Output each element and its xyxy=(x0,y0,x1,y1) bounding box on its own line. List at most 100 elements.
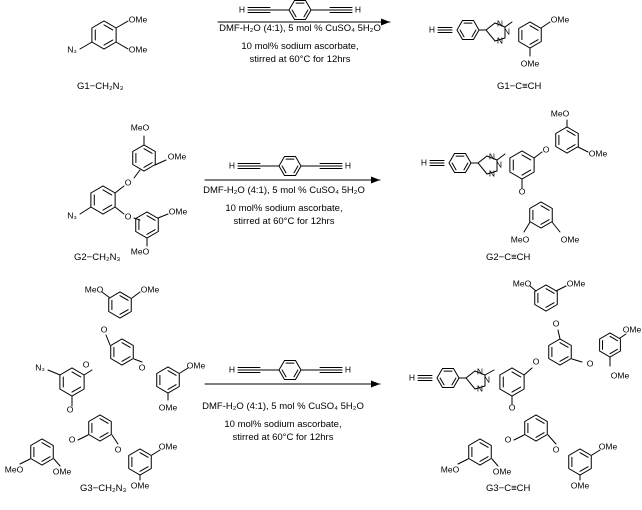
aromatic-bond xyxy=(291,9,297,18)
triazole-ring-n1: N xyxy=(477,366,483,376)
bond xyxy=(154,159,167,166)
reactant-label-g2: G2−CH₂N₃ xyxy=(74,252,121,263)
aromatic-bond xyxy=(529,39,539,45)
reactant-label-g3: G3−CH₂N₃ xyxy=(80,483,127,494)
h-terminal: H xyxy=(421,157,427,167)
branch-ring xyxy=(110,338,134,366)
bond xyxy=(79,206,92,215)
aromatic-bond xyxy=(521,169,532,176)
phenyl-ring xyxy=(448,152,472,174)
ether-o: O xyxy=(543,144,550,154)
conditions-ascorbate: 10 mol% sodium ascorbate, xyxy=(225,203,343,214)
conditions-row1: DMF-H₂O (4:1), 5 mol % CuSO₄ 5H₂O 10 mol… xyxy=(200,22,400,66)
ether-o: O xyxy=(125,211,132,221)
bond xyxy=(523,367,533,376)
ome-label: OMe xyxy=(169,206,188,216)
bond xyxy=(111,434,119,445)
bond xyxy=(457,458,469,465)
bond xyxy=(547,434,557,445)
reaction-arrow-head xyxy=(371,380,380,388)
ether-o: O xyxy=(553,318,560,328)
aromatic-bond xyxy=(281,165,287,174)
bond xyxy=(133,217,141,221)
triazole-ring-n3: N xyxy=(477,383,483,393)
ome-label: OMe xyxy=(521,58,540,68)
aromatic-bond xyxy=(139,452,149,458)
bond xyxy=(83,369,93,376)
ome-label: OMe xyxy=(159,402,178,412)
conditions-temperature: stirred at 60°C for 12hrs xyxy=(249,54,351,65)
aromatic-bond xyxy=(540,205,550,211)
conditions-temperature: stirred at 60°C for 12hrs xyxy=(233,216,335,227)
reagent-diyne-h-left: H xyxy=(229,364,235,374)
aromatic-bond xyxy=(579,466,589,472)
aromatic-bond xyxy=(71,371,82,378)
ether-o: O xyxy=(519,186,526,196)
dimethoxybenzyl-ring xyxy=(555,126,579,154)
aromatic-bond xyxy=(103,24,114,31)
meo-label: MeO xyxy=(5,464,24,474)
aromatic-bond xyxy=(559,342,569,348)
bond xyxy=(523,221,531,233)
bond xyxy=(179,367,189,374)
branch-ring xyxy=(88,414,112,442)
aromatic-bond xyxy=(609,335,618,342)
bond xyxy=(133,169,141,179)
ether-o: O xyxy=(101,324,108,334)
bond xyxy=(557,329,561,340)
aromatic-bond xyxy=(99,432,109,438)
meo-label: MeO xyxy=(511,234,530,244)
meo-label: MeO xyxy=(85,284,104,294)
aromatic-bond xyxy=(535,418,545,424)
ome-label: OMe xyxy=(168,151,187,161)
aromatic-bond xyxy=(535,432,545,438)
h-terminal: H xyxy=(409,372,415,382)
aromatic-bond xyxy=(540,219,550,225)
aromatic-bond xyxy=(545,288,555,294)
bond xyxy=(484,369,495,376)
reactant-label-g1: G1−CH₂N₃ xyxy=(77,81,124,92)
aromatic-bond xyxy=(281,369,287,378)
bond xyxy=(555,285,567,292)
bond xyxy=(619,333,627,339)
aromatic-bond xyxy=(119,309,129,315)
aromatic-bond xyxy=(71,386,82,393)
aromatic-bond xyxy=(146,215,156,221)
ome-label: OMe xyxy=(551,14,570,24)
aromatic-bond xyxy=(139,466,149,472)
aromatic-bond xyxy=(471,29,477,38)
conditions-temperature: stirred at 60°C for 12hrs xyxy=(232,432,334,443)
ome-label: OMe xyxy=(187,360,206,370)
aromatic-bond xyxy=(479,456,489,462)
bond xyxy=(105,334,111,346)
phenyl-ring xyxy=(436,367,460,389)
bond xyxy=(77,434,89,441)
aromatic-bond xyxy=(121,356,131,362)
bond xyxy=(101,291,111,299)
ether-o: O xyxy=(83,359,90,369)
product-label-g2: G2−C≡CH xyxy=(486,252,531,263)
phenyl-ring xyxy=(456,19,480,41)
ome-label: OMe xyxy=(589,148,608,158)
ether-o: O xyxy=(509,402,516,412)
azide-label: N₃ xyxy=(35,362,45,372)
ome-label: OMe xyxy=(567,278,586,288)
aromatic-bond xyxy=(459,29,465,38)
branch-ring xyxy=(548,338,572,366)
bond xyxy=(131,291,141,299)
aromatic-bond xyxy=(451,377,457,386)
ome-label: OMe xyxy=(561,234,580,244)
dimethoxybenzyl-ring xyxy=(108,291,132,319)
meo-label: MeO xyxy=(551,108,570,118)
aromatic-bond xyxy=(566,130,576,136)
ether-o: O xyxy=(115,444,122,454)
ether-o: O xyxy=(69,434,76,444)
conditions-row2: DMF-H₂O (4:1), 5 mol % CuSO₄ 5H₂O 10 mol… xyxy=(184,184,384,228)
reaction-arrow-head xyxy=(381,18,390,26)
triazole-ring-n1: N xyxy=(489,151,495,161)
aromatic-bond xyxy=(143,148,153,154)
bond xyxy=(533,151,543,159)
aromatic-bond xyxy=(167,370,177,376)
aromatic-bond xyxy=(293,165,299,174)
ether-o: O xyxy=(67,404,74,414)
